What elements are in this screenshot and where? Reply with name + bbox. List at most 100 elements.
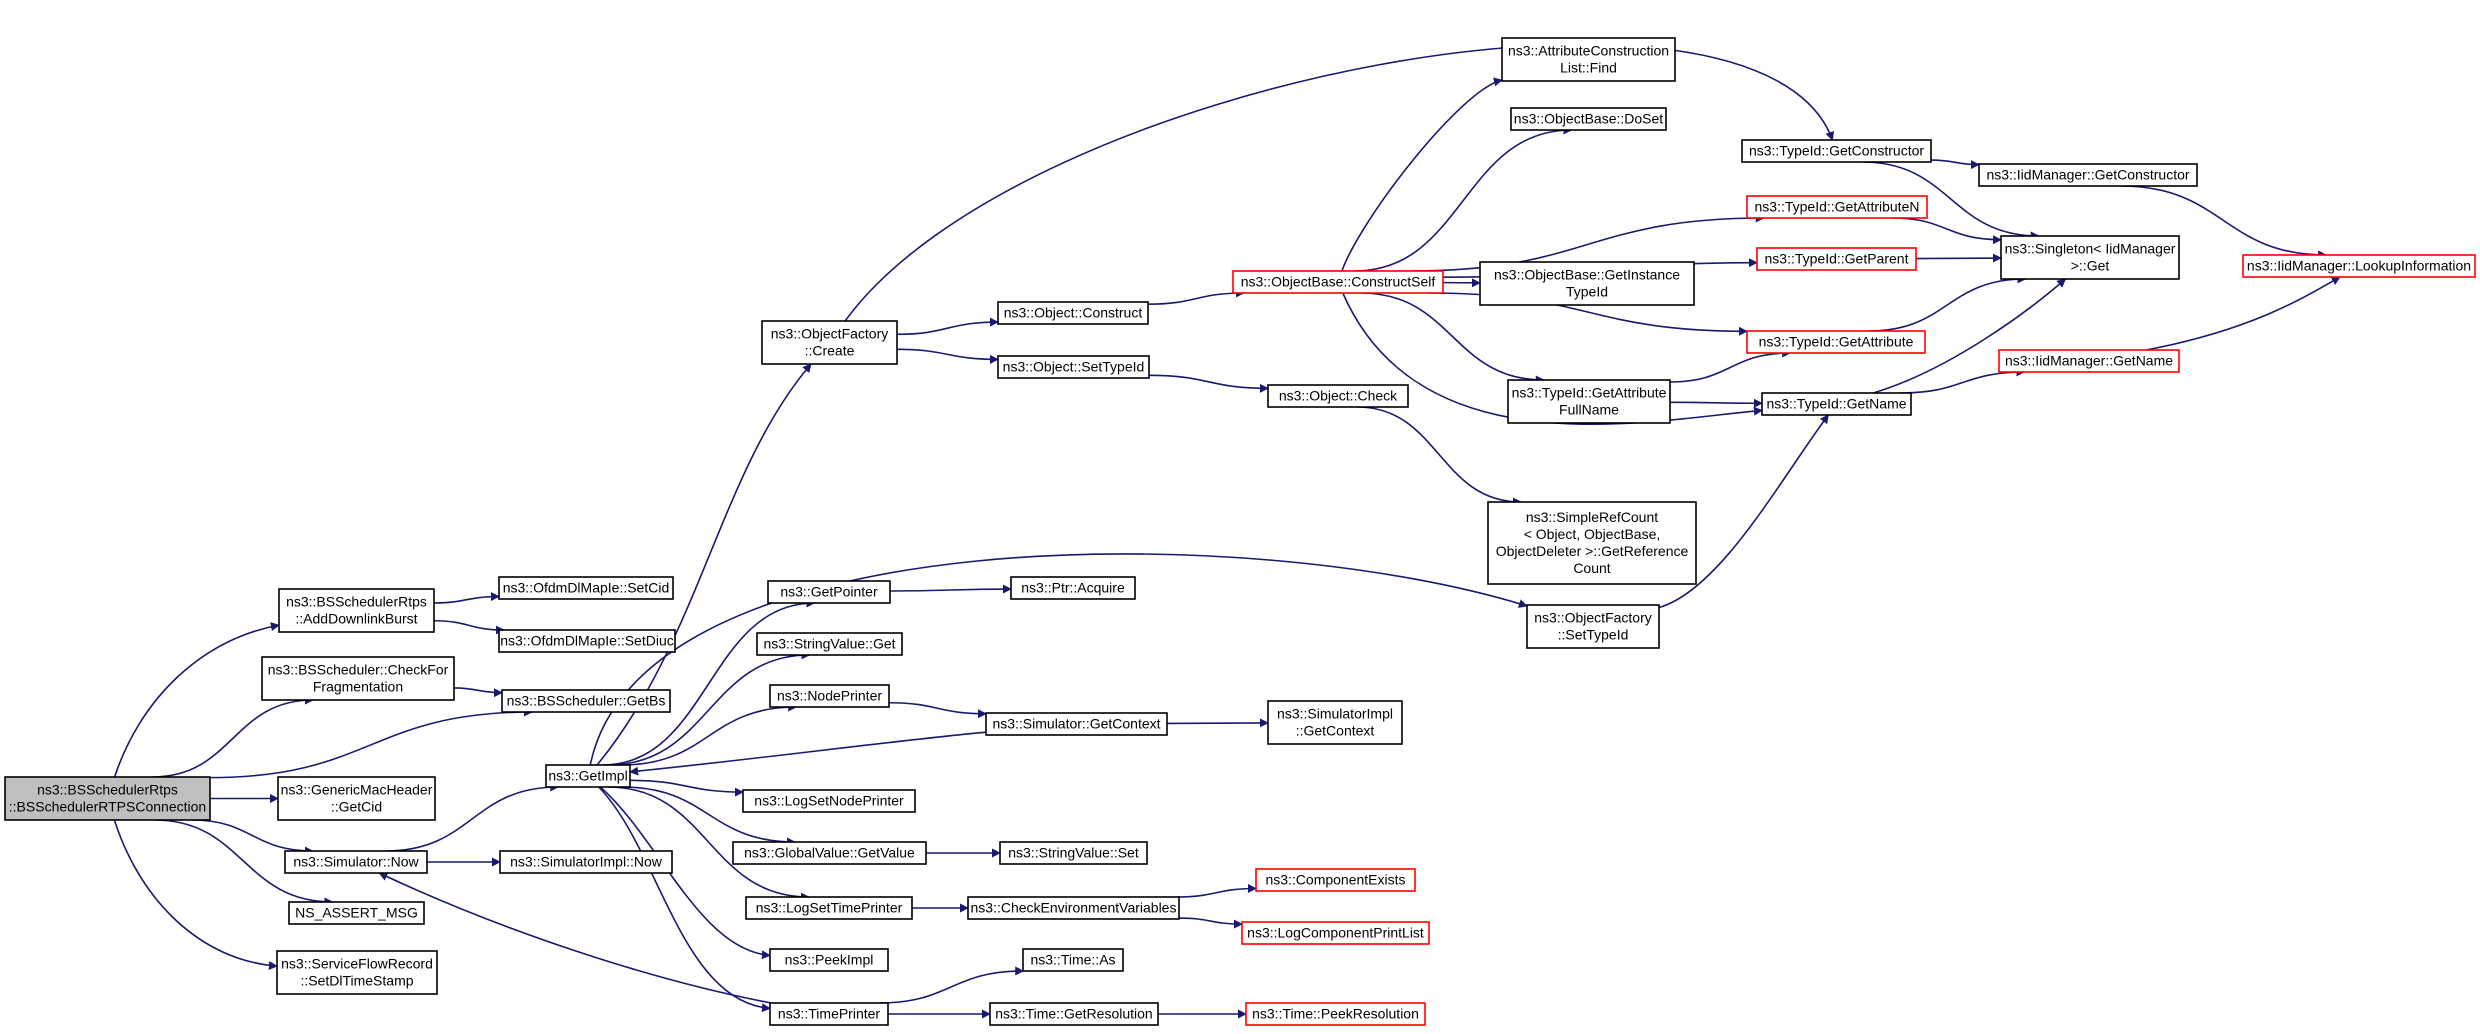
node-label-line: NS_ASSERT_MSG: [295, 904, 418, 920]
node-label-line: ns3::IidManager::LookupInformation: [2247, 257, 2471, 273]
node-setDiuc[interactable]: ns3::OfdmDlMapIe::SetDiuc: [498, 629, 676, 653]
node-box: [2000, 235, 2180, 280]
node-strGet[interactable]: ns3::StringValue::Get: [756, 632, 903, 656]
node-label-line: ns3::GlobalValue::GetValue: [744, 844, 915, 860]
node-ptrAcquire[interactable]: ns3::Ptr::Acquire: [1010, 576, 1136, 600]
node-doSet[interactable]: ns3::ObjectBase::DoSet: [1510, 107, 1667, 131]
node-label-line: ObjectDeleter >::GetReference: [1496, 543, 1689, 559]
node-tidGetConstructor[interactable]: ns3::TypeId::GetConstructor: [1741, 139, 1932, 163]
node-label-line: ::SetDlTimeStamp: [300, 972, 413, 988]
node-label-line: ns3::SimulatorImpl: [1277, 705, 1393, 721]
node-logCompPrint[interactable]: ns3::LogComponentPrintList: [1241, 921, 1430, 945]
edge-getImpl-to-ofSetTypeId: [589, 553, 1528, 766]
node-setCid[interactable]: ns3::OfdmDlMapIe::SetCid: [498, 576, 674, 600]
edge-ofCreate-to-objConstruct: [896, 317, 999, 336]
node-checkEnv[interactable]: ns3::CheckEnvironmentVariables: [967, 896, 1180, 920]
node-getBs[interactable]: ns3::BSScheduler::GetBs: [501, 689, 671, 713]
node-tidGetAttrN[interactable]: ns3::TypeId::GetAttributeN: [1746, 195, 1928, 219]
node-objConstruct[interactable]: ns3::Object::Construct: [997, 301, 1149, 325]
node-label-line: < Object, ObjectBase,: [1524, 526, 1661, 542]
node-setDlTime[interactable]: ns3::ServiceFlowRecord::SetDlTimeStamp: [276, 950, 438, 995]
node-simImplGetContext[interactable]: ns3::SimulatorImpl::GetContext: [1267, 700, 1403, 745]
node-genericGetCid[interactable]: ns3::GenericMacHeader::GetCid: [277, 776, 436, 821]
node-label-line: ::GetContext: [1296, 722, 1375, 738]
node-label-line: ns3::Time::PeekResolution: [1252, 1005, 1419, 1021]
node-box: [767, 580, 891, 604]
edge-checkEnv-to-logCompPrint: [1178, 917, 1243, 929]
node-box: [1746, 330, 1926, 354]
edge-getImpl-to-logSetTime: [608, 786, 810, 902]
node-tidGetName[interactable]: ns3::TypeId::GetName: [1761, 392, 1912, 416]
node-label-line: ns3::Time::As: [1030, 951, 1115, 967]
node-box: [1998, 349, 2180, 373]
node-simImplNow[interactable]: ns3::SimulatorImpl::Now: [499, 850, 673, 874]
node-label-line: ns3::SimpleRefCount: [1526, 509, 1658, 525]
node-gvGetValue[interactable]: ns3::GlobalValue::GetValue: [732, 841, 927, 865]
edge-timePrinter-to-timeAs: [878, 966, 1025, 1004]
node-strSet[interactable]: ns3::StringValue::Set: [999, 841, 1148, 865]
node-iidGetConstructor[interactable]: ns3::IidManager::GetConstructor: [1978, 163, 2198, 187]
node-iidLookup[interactable]: ns3::IidManager::LookupInformation: [2242, 254, 2476, 278]
node-iidGetName[interactable]: ns3::IidManager::GetName: [1998, 349, 2180, 373]
node-label-line: ns3::ObjectFactory: [1534, 609, 1652, 625]
node-ofSetTypeId[interactable]: ns3::ObjectFactory::SetTypeId: [1526, 604, 1660, 649]
node-assertMsg[interactable]: NS_ASSERT_MSG: [288, 901, 425, 925]
node-label-line: ns3::Object::SetTypeId: [1003, 358, 1145, 374]
node-timeAs[interactable]: ns3::Time::As: [1022, 948, 1124, 972]
edge-tidGetName-to-iidGetName: [1901, 367, 2026, 394]
node-tidGetParent[interactable]: ns3::TypeId::GetParent: [1756, 247, 1917, 271]
node-ofCreate[interactable]: ns3::ObjectFactory::Create: [761, 320, 898, 365]
node-objSetTypeId[interactable]: ns3::Object::SetTypeId: [997, 355, 1150, 379]
node-getImpl[interactable]: ns3::GetImpl: [545, 764, 631, 788]
node-box: [261, 656, 455, 701]
node-label-line: ns3::Time::GetResolution: [995, 1005, 1152, 1021]
node-constructSelf[interactable]: ns3::ObjectBase::ConstructSelf: [1232, 270, 1444, 294]
node-timeGetRes[interactable]: ns3::Time::GetResolution: [989, 1002, 1159, 1026]
edge-objConstruct-to-constructSelf: [1147, 288, 1245, 306]
node-simpleRefCount[interactable]: ns3::SimpleRefCount< Object, ObjectBase,…: [1487, 501, 1697, 585]
node-singletonGet[interactable]: ns3::Singleton< IidManager>::Get: [2000, 235, 2180, 280]
node-label-line: ns3::ServiceFlowRecord: [281, 955, 433, 971]
node-label-line: ns3::OfdmDlMapIe::SetDiuc: [500, 632, 674, 648]
edge-nodePrinter-to-simGetContext: [888, 701, 987, 719]
edge-addDownlinkBurst-to-setCid: [433, 592, 500, 604]
node-timePrinter[interactable]: ns3::TimePrinter: [769, 1002, 889, 1026]
edge-tidGetAttrN-to-singletonGet: [1892, 217, 2002, 245]
node-simGetContext[interactable]: ns3::Simulator::GetContext: [985, 712, 1168, 736]
edge-getAttrFullName-to-tidGetName: [1669, 398, 1763, 408]
node-box: [498, 576, 674, 600]
node-tidGetAttr[interactable]: ns3::TypeId::GetAttribute: [1746, 330, 1926, 354]
node-logSetNode[interactable]: ns3::LogSetNodePrinter: [742, 789, 916, 813]
edge-constructSelf-to-doSet: [1354, 125, 1573, 272]
edge-ofSetTypeId-to-tidGetName: [1658, 414, 1829, 609]
node-label-line: ns3::NodePrinter: [777, 687, 882, 703]
node-label-line: ns3::GetPointer: [780, 583, 878, 599]
node-box: [276, 950, 438, 995]
node-getPointer[interactable]: ns3::GetPointer: [767, 580, 891, 604]
edge-tidGetConstructor-to-iidGetConstructor: [1930, 159, 1980, 170]
node-box: [1510, 107, 1667, 131]
node-addDownlinkBurst[interactable]: ns3::BSSchedulerRtps::AddDownlinkBurst: [278, 588, 435, 633]
edge-root-to-setDlTime: [113, 819, 278, 970]
node-box: [1245, 1002, 1426, 1026]
node-peekImpl[interactable]: ns3::PeekImpl: [769, 948, 889, 972]
node-simNow[interactable]: ns3::Simulator::Now: [284, 850, 428, 874]
node-logSetTime[interactable]: ns3::LogSetTimePrinter: [745, 896, 913, 920]
edge-simGetContext-to-simImplGetContext: [1166, 718, 1269, 728]
edge-getPointer-to-ptrAcquire: [889, 584, 1012, 594]
node-componentExists[interactable]: ns3::ComponentExists: [1255, 868, 1416, 892]
node-box: [545, 764, 631, 788]
node-box: [756, 632, 903, 656]
node-objCheck[interactable]: ns3::Object::Check: [1267, 384, 1409, 408]
edge-root-to-checkForFrag: [152, 695, 315, 778]
node-label-line: ns3::ObjectBase::DoSet: [1514, 110, 1664, 126]
node-nodePrinter[interactable]: ns3::NodePrinter: [769, 684, 890, 708]
node-label-line: ns3::Simulator::GetContext: [992, 715, 1160, 731]
edge-iidGetName-to-iidLookup: [2145, 276, 2341, 351]
node-root[interactable]: ns3::BSSchedulerRtps::BSSchedulerRTPSCon…: [4, 776, 211, 821]
node-timePeekRes[interactable]: ns3::Time::PeekResolution: [1245, 1002, 1426, 1026]
